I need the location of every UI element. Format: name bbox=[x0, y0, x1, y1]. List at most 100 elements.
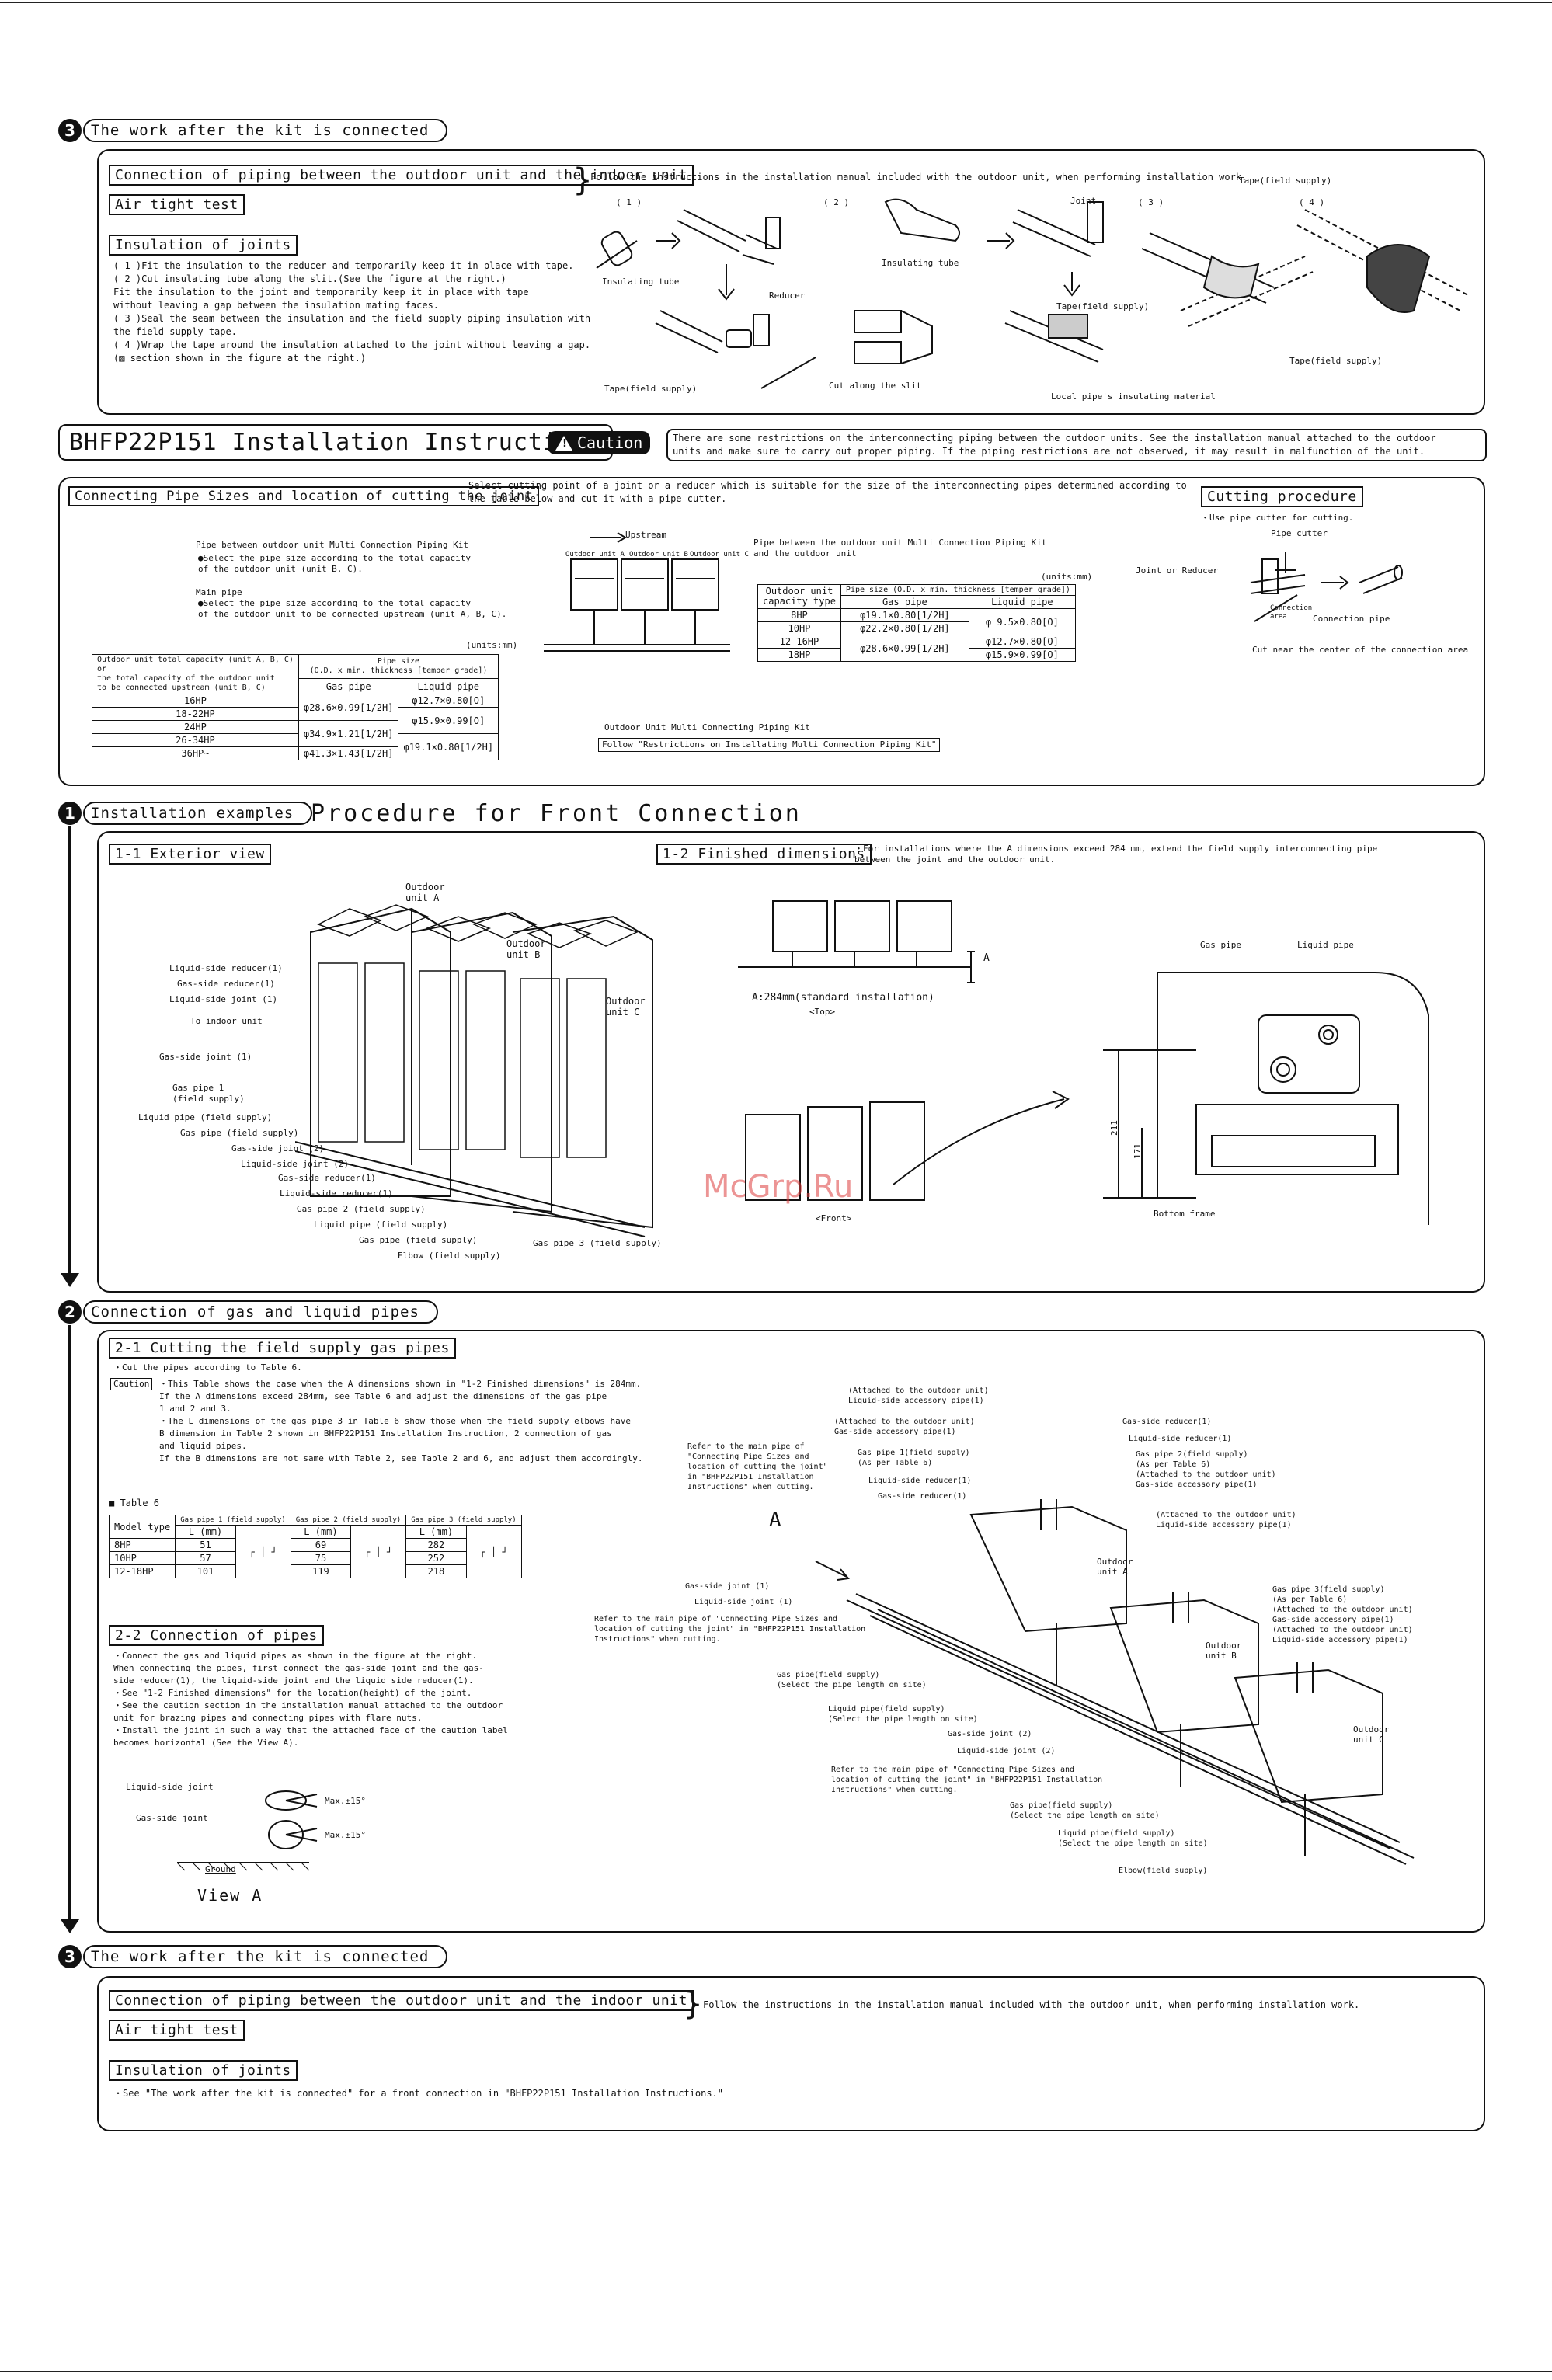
label-liq-reducer-1b: Liquid-side reducer(1) bbox=[280, 1188, 393, 1199]
pipe-sizes-label: Connecting Pipe Sizes and location of cu… bbox=[68, 486, 540, 506]
r-lpfs: Liquid pipe(field supply) (Select the pi… bbox=[828, 1705, 978, 1724]
r-refer2: Refer to the main pipe of "Connecting Pi… bbox=[594, 1615, 866, 1644]
pipe-size-table-2: Outdoor unit capacity type Pipe size (O.… bbox=[757, 584, 1076, 662]
t1-liq: φ12.7×0.80[O] bbox=[398, 694, 499, 708]
installation-examples-panel bbox=[97, 831, 1485, 1293]
t1-gas: φ41.3×1.43[1/2H] bbox=[298, 746, 399, 760]
t2-header-gas: Gas pipe bbox=[840, 595, 969, 609]
fig-step-3: ( 3 ) bbox=[1138, 197, 1164, 207]
section-3b-header: 3 The work after the kit is connected bbox=[58, 1945, 448, 1968]
label-joint: Joint bbox=[1070, 196, 1097, 206]
t2-header-liquid: Liquid pipe bbox=[968, 595, 1076, 609]
t2-liq: φ 9.5×0.80[O] bbox=[968, 608, 1076, 635]
table-row: 10HP 57 75 252 bbox=[108, 1551, 522, 1565]
t6-pipe-sketch-1: ┌ │ ┘ bbox=[235, 1525, 291, 1578]
label-upstream: Upstream bbox=[625, 530, 666, 540]
r-gpfs: Gas pipe(field supply) (Select the pipe … bbox=[777, 1671, 927, 1689]
air-tight-test-label-2: Air tight test bbox=[109, 2020, 245, 2041]
section-1-header: 1 Installation examples bbox=[58, 802, 313, 825]
label-main-pipe: Main pipe bbox=[196, 587, 242, 597]
t2-cap: 12-16HP bbox=[757, 635, 841, 649]
brace: } bbox=[573, 162, 593, 198]
t1-header-liquid: Liquid pipe bbox=[398, 678, 499, 694]
t6-g1: 101 bbox=[175, 1564, 236, 1578]
r-gp3: Gas pipe 3(field supply) (As per Table 6… bbox=[1272, 1585, 1413, 1644]
top-view-figure bbox=[738, 900, 975, 983]
view-gas-joint: Gas-side joint bbox=[136, 1813, 208, 1823]
outdoor-units-drawing bbox=[295, 904, 653, 1237]
r-lpfs2: Liquid pipe(field supply) (Select the pi… bbox=[1058, 1829, 1208, 1848]
units-mm-1: (units:mm) bbox=[466, 640, 518, 650]
section-title: Connection of gas and liquid pipes bbox=[83, 1300, 438, 1324]
t6-pipe-sketch-2: ┌ │ ┘ bbox=[350, 1525, 407, 1578]
label-top: <Top> bbox=[809, 1007, 836, 1017]
watermark: McGrp.Ru bbox=[703, 1169, 854, 1205]
t1-header-pipesize: Pipe size (O.D. x min. thickness [temper… bbox=[298, 653, 499, 680]
section-2-header: 2 Connection of gas and liquid pipes bbox=[58, 1300, 438, 1324]
r-refer1: Refer to the main pipe of "Connecting Pi… bbox=[687, 1442, 828, 1491]
caution-paragraph: ・This Table shows the case when the A di… bbox=[159, 1379, 643, 1463]
see-front-connection-text: ・See "The work after the kit is connecte… bbox=[113, 2088, 724, 2099]
brace-2: } bbox=[684, 1986, 703, 2022]
cutting-figure bbox=[1250, 552, 1403, 622]
caution-label: Caution bbox=[577, 433, 643, 452]
warning-icon: ! bbox=[555, 435, 572, 451]
t6-header-model: Model type bbox=[108, 1515, 176, 1539]
label-a-dim-letter: A bbox=[983, 952, 990, 964]
fig-step-1: ( 1 ) bbox=[616, 197, 642, 207]
table-row: 26-34HP φ19.1×0.80[1/2H] bbox=[92, 733, 499, 760]
pipe-isometric-figure bbox=[815, 1499, 1415, 1865]
pipe-sizes-intro: Select cutting point of a joint or a red… bbox=[468, 480, 1187, 504]
label-gas-pipe-3: Gas pipe 3 (field supply) bbox=[533, 1238, 662, 1248]
label-reducer: Reducer bbox=[769, 291, 806, 301]
label-tape-4: Tape(field supply) bbox=[1289, 356, 1383, 366]
t2-gas: φ22.2×0.80[1/2H] bbox=[840, 621, 969, 635]
section-number: 3 bbox=[58, 1945, 82, 1968]
view-max-1: Max.±15° bbox=[325, 1796, 366, 1806]
label-unit-a: Outdoor unit A bbox=[565, 551, 625, 558]
label-liq-pipe-fs-2: Liquid pipe (field supply) bbox=[314, 1220, 448, 1230]
r-lsr1: Liquid-side reducer(1) bbox=[1129, 1435, 1232, 1443]
t6-model: 10HP bbox=[108, 1551, 176, 1565]
dim-211: 211 bbox=[1108, 1120, 1119, 1136]
pipe-size-table-1: Outdoor unit total capacity (unit A, B, … bbox=[92, 653, 499, 760]
label-liquid-pipe: Liquid pipe bbox=[1297, 940, 1354, 950]
t6-g2: 75 bbox=[290, 1551, 352, 1565]
t6-g2: 69 bbox=[290, 1538, 352, 1552]
t6-header-gas1: Gas pipe 1 (field supply) bbox=[175, 1515, 291, 1526]
t1-cap: 16HP bbox=[92, 694, 299, 708]
dimensions-note: ・For installations where the A dimension… bbox=[854, 844, 1378, 865]
table-row: 18-22HP φ15.9×0.99[O] bbox=[92, 707, 499, 734]
t1-header-gas: Gas pipe bbox=[298, 678, 399, 694]
t1-liq: φ19.1×0.80[1/2H] bbox=[398, 733, 499, 760]
r-att2: (Attached to the outdoor unit) Gas-side … bbox=[834, 1418, 975, 1436]
view-max-2: Max.±15° bbox=[325, 1830, 366, 1840]
table-row: 12-18HP 101 119 218 bbox=[108, 1564, 522, 1578]
t2-gas: φ28.6×0.99[1/2H] bbox=[840, 635, 969, 662]
t2-liq: φ15.9×0.99[O] bbox=[968, 648, 1076, 662]
label-connection-area: Connection area bbox=[1270, 604, 1313, 621]
t1-header-capacity: Outdoor unit total capacity (unit A, B, … bbox=[92, 654, 299, 694]
label-between-outdoor: Pipe between the outdoor unit Multi Conn… bbox=[753, 538, 1047, 558]
label-bottom-frame: Bottom frame bbox=[1154, 1209, 1216, 1219]
follow-instructions-text: Follow the instructions in the installat… bbox=[590, 172, 1248, 183]
t2-cap: 18HP bbox=[757, 648, 841, 662]
section-title: Installation examples bbox=[83, 802, 313, 825]
r-grj1: Gas-side reducer(1) bbox=[878, 1492, 967, 1501]
section-number: 2 bbox=[58, 1300, 82, 1324]
cutting-gas-pipes-label: 2-1 Cutting the field supply gas pipes bbox=[109, 1338, 456, 1359]
label-cut-slit: Cut along the slit bbox=[829, 381, 922, 391]
t6-g2: 119 bbox=[290, 1564, 352, 1578]
label-connection-pipe: Connection pipe bbox=[1313, 614, 1390, 624]
label-a-dimension: A:284mm(standard installation) bbox=[752, 992, 934, 1004]
label-gas-reducer-1b: Gas-side reducer(1) bbox=[278, 1173, 376, 1183]
view-a-figure bbox=[176, 1790, 318, 1871]
r-refer3: Refer to the main pipe of "Connecting Pi… bbox=[831, 1766, 1103, 1794]
table-6-title: ■ Table 6 bbox=[109, 1498, 160, 1508]
r-lsj1: Liquid-side joint (1) bbox=[694, 1598, 793, 1606]
follow-restrictions-box: Follow "Restrictions on Installating Mul… bbox=[598, 738, 941, 752]
caution-text: There are some restrictions on the inter… bbox=[666, 429, 1487, 461]
r-gsj1: Gas-side joint (1) bbox=[685, 1582, 770, 1591]
exterior-view-label: 1-1 Exterior view bbox=[109, 844, 271, 865]
section-title: The work after the kit is connected bbox=[83, 119, 448, 142]
